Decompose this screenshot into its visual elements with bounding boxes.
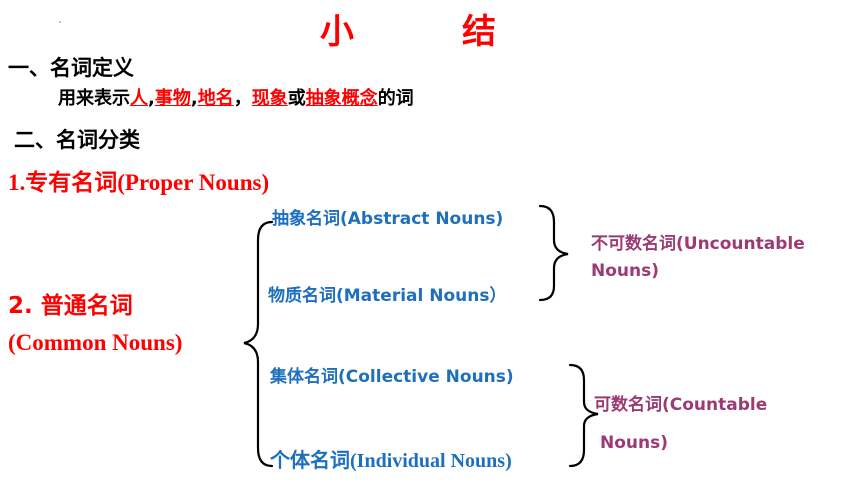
definition-term-places: 地名 [197,88,234,109]
definition-term-phenomena: 现象 [251,88,288,109]
uncountable-brace [538,204,569,302]
section1-heading: 一、名词定义 [8,56,134,80]
definition-text: 用来表示人,事物,地名，现象或抽象概念的词 [58,84,414,110]
definition-mid: 或 [287,88,306,109]
left-brace [243,220,274,468]
definition-sep-1: , [148,88,155,109]
uncountable-line-2: Nouns) [591,261,659,281]
definition-term-abstract: 抽象概念 [305,88,378,109]
dot-mark [59,21,61,23]
collective-nouns-label: 集体名词(Collective Nouns) [270,367,514,387]
abstract-nouns-label: 抽象名词(Abstract Nouns) [272,209,504,229]
definition-sep-3: ， [233,88,252,109]
section2-heading: 二、名词分类 [14,128,140,152]
title-char-1: 小 [320,12,354,52]
title-char-2: 结 [462,12,496,52]
definition-suffix: 的词 [377,88,414,109]
definition-prefix: 用来表示 [58,88,130,109]
definition-sep-2: , [190,88,198,109]
common-nouns-label-line2: (Common Nouns) [8,330,183,355]
material-nouns-label: 物质名词(Material Nouns） [268,286,507,306]
countable-line-2: Nouns) [600,433,668,453]
countable-brace [568,363,599,468]
proper-nouns-label: 1.专有名词(Proper Nouns) [8,170,270,195]
uncountable-line-1: 不可数名词(Uncountable [591,234,805,254]
countable-line-1: 可数名词(Countable [594,395,768,415]
definition-term-person: 人 [130,88,148,109]
uncountable-nouns-label: 不可数名词(Uncountable Nouns) [591,231,805,285]
common-nouns-label-line1: 2. 普通名词 [8,293,133,319]
individual-nouns-label: 个体名词(Individual Nouns) [270,450,512,472]
definition-term-things: 事物 [154,88,191,109]
